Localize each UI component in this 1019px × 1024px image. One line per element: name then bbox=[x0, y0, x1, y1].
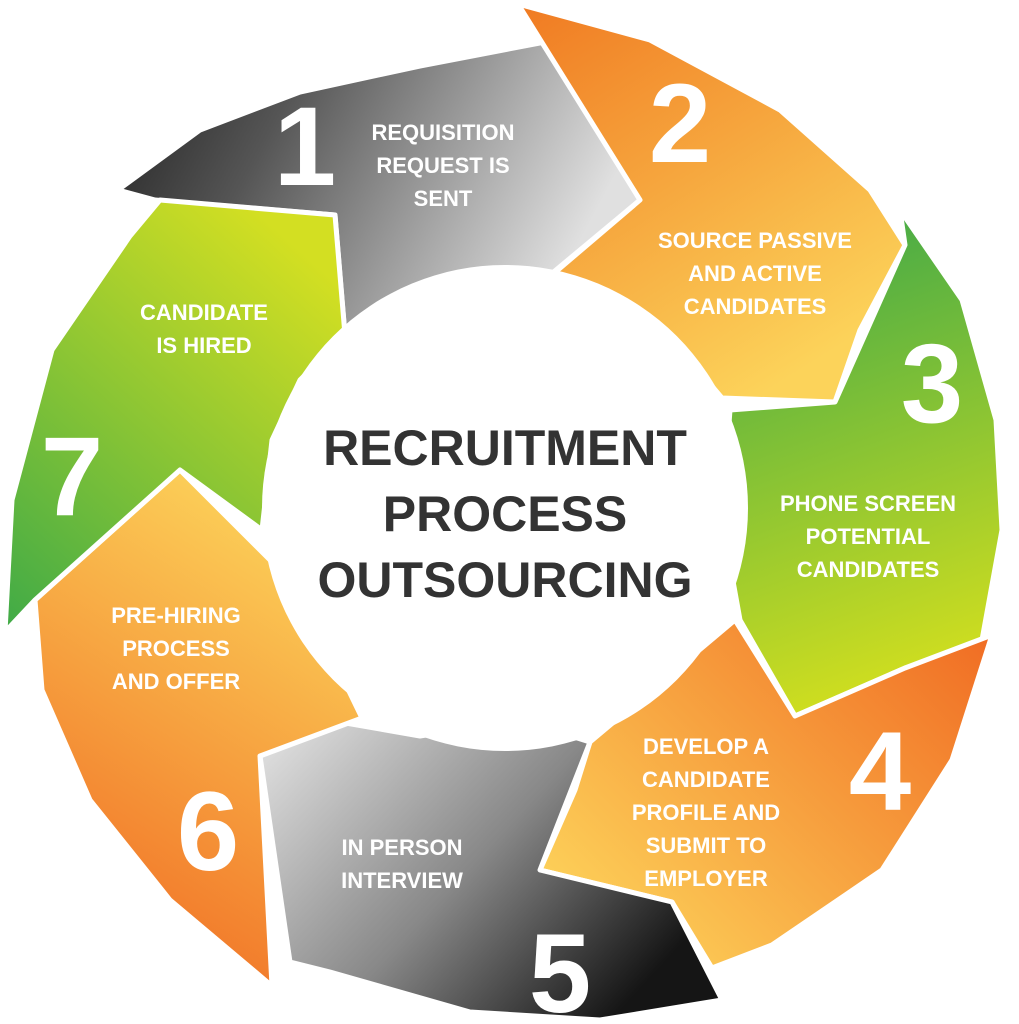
label-line: POTENTIAL bbox=[806, 524, 931, 549]
label-line: PROCESS bbox=[122, 636, 230, 661]
label-line: SOURCE PASSIVE bbox=[658, 228, 852, 253]
label-line: CANDIDATES bbox=[797, 557, 940, 582]
label-line: DEVELOP A bbox=[643, 734, 769, 759]
step-3-label: PHONE SCREEN POTENTIAL CANDIDATES bbox=[780, 491, 956, 582]
label-line: PHONE SCREEN bbox=[780, 491, 956, 516]
center-circle bbox=[262, 265, 748, 751]
label-line: REQUEST IS bbox=[376, 153, 509, 178]
step-1-label: REQUISITION REQUEST IS SENT bbox=[371, 120, 514, 211]
label-line: AND ACTIVE bbox=[688, 261, 822, 286]
step-5-number: 5 bbox=[529, 911, 591, 1024]
label-line: REQUISITION bbox=[371, 120, 514, 145]
label-line: SUBMIT TO bbox=[646, 833, 767, 858]
title-line: RECRUITMENT bbox=[323, 420, 687, 476]
title-line: OUTSOURCING bbox=[318, 552, 693, 608]
center-title: RECRUITMENT PROCESS OUTSOURCING bbox=[318, 420, 693, 608]
step-2-label: SOURCE PASSIVE AND ACTIVE CANDIDATES bbox=[658, 228, 852, 319]
label-line: SENT bbox=[414, 186, 473, 211]
label-line: AND OFFER bbox=[112, 669, 240, 694]
step-6-number: 6 bbox=[177, 769, 239, 894]
label-line: CANDIDATE bbox=[642, 767, 770, 792]
step-1-number: 1 bbox=[274, 84, 336, 209]
step-7-label: CANDIDATE IS HIRED bbox=[140, 300, 268, 358]
step-4-label: DEVELOP A CANDIDATE PROFILE AND SUBMIT T… bbox=[632, 734, 780, 891]
step-4-number: 4 bbox=[849, 709, 911, 834]
step-3-number: 3 bbox=[901, 321, 963, 446]
label-line: IN PERSON bbox=[341, 835, 462, 860]
label-line: CANDIDATE bbox=[140, 300, 268, 325]
label-line: IS HIRED bbox=[156, 333, 251, 358]
step-6-label: PRE-HIRING PROCESS AND OFFER bbox=[111, 603, 241, 694]
label-line: EMPLOYER bbox=[644, 866, 768, 891]
label-line: PROFILE AND bbox=[632, 800, 780, 825]
label-line: CANDIDATES bbox=[684, 294, 827, 319]
step-7-number: 7 bbox=[41, 414, 103, 539]
step-2-number: 2 bbox=[649, 61, 711, 186]
title-line: PROCESS bbox=[383, 486, 628, 542]
step-5-label: IN PERSON INTERVIEW bbox=[341, 835, 463, 893]
label-line: INTERVIEW bbox=[341, 868, 463, 893]
label-line: PRE-HIRING bbox=[111, 603, 241, 628]
